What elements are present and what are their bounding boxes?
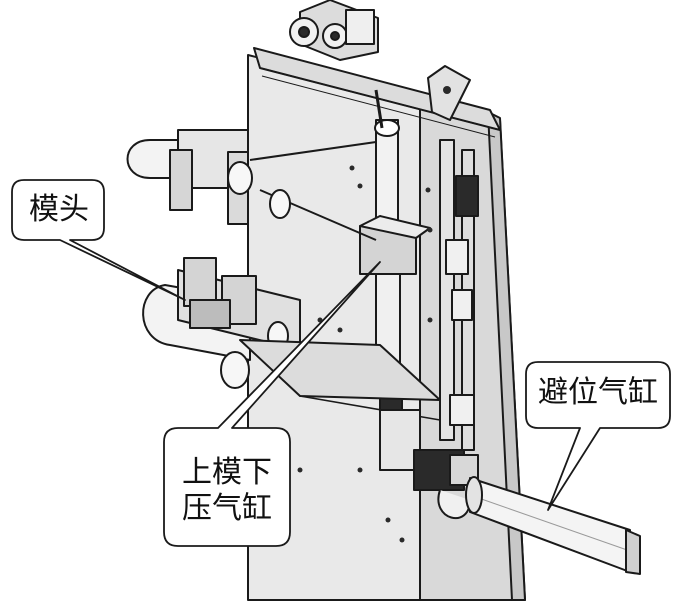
label-upper-press-cylinder: 上模下 压气缸 (168, 455, 286, 527)
label-mold-head: 模头 (29, 192, 89, 227)
callout-upper-press (163, 261, 381, 547)
upper-arm (126, 129, 377, 241)
label-avoidance-cylinder: 避位气缸 (538, 375, 658, 410)
callout-avoidance-cylinder (525, 361, 671, 511)
avoidance-cylinder-drawing (465, 476, 641, 575)
callout-mold-head (11, 179, 186, 301)
lower-gripper (379, 409, 479, 519)
top-clamp (289, 0, 379, 61)
label-upper-press-line2: 压气缸 (182, 491, 272, 526)
mold-head-assembly (142, 257, 441, 421)
label-upper-press-line1: 上模下 (182, 455, 272, 490)
guide-rails (439, 139, 479, 451)
